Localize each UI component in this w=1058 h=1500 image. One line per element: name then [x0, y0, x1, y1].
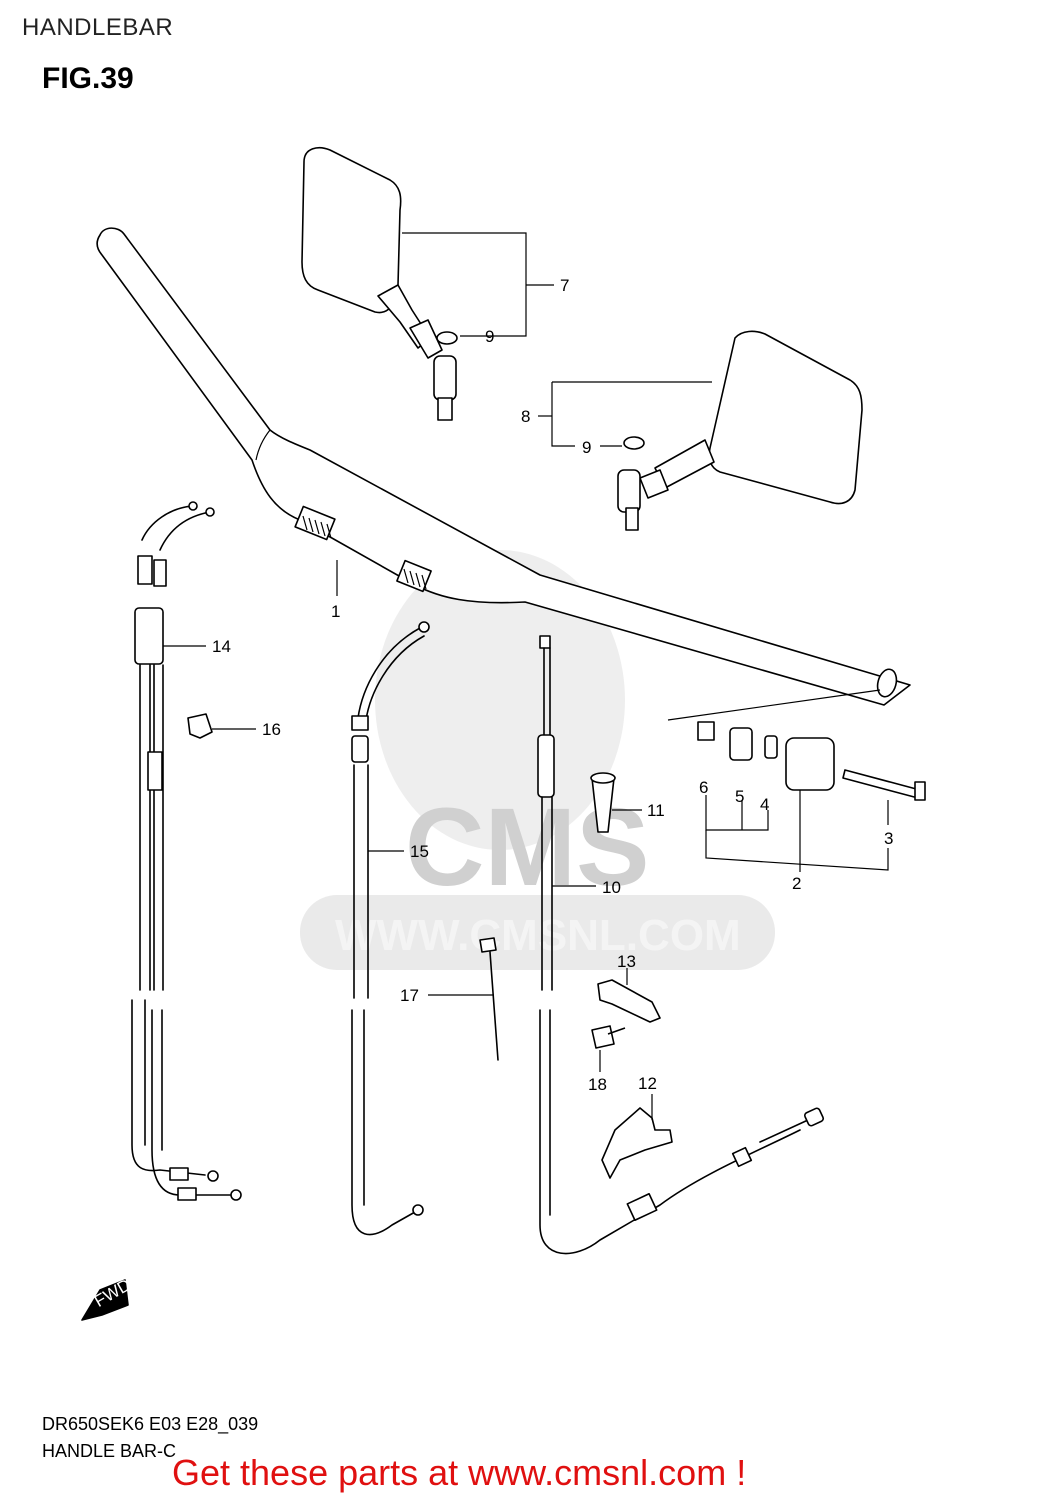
leader-lines [163, 232, 889, 1120]
fwd-arrow: FWD [81, 1275, 134, 1321]
callout-11: 11 [647, 801, 665, 820]
callout-4: 4 [760, 795, 769, 814]
callout-15: 15 [410, 842, 429, 861]
cable-10 [537, 635, 825, 1255]
watermark: CMS WWW.CMSNL.COM [300, 550, 775, 970]
right-mirror [617, 330, 863, 531]
promo-link[interactable]: Get these parts at www.cmsnl.com ! [172, 1452, 747, 1493]
bracket-13 [597, 979, 661, 1023]
callout-10: 10 [602, 878, 621, 897]
cable-clamp [187, 713, 213, 739]
throttle-cables [131, 501, 242, 1201]
callout-2: 2 [792, 874, 801, 893]
page-title: HANDLEBAR [22, 14, 174, 41]
callout-16: 16 [262, 720, 281, 739]
callout-12: 12 [638, 1074, 657, 1093]
callout-13: 13 [617, 952, 636, 971]
figure-label: FIG.39 [42, 62, 134, 95]
bar-end-weight [667, 689, 926, 801]
left-mirror [301, 146, 458, 421]
screw-18 [591, 1025, 626, 1049]
callout-3: 3 [884, 829, 893, 848]
callout-9a: 9 [485, 327, 494, 346]
model-name: HANDLE BAR-C [42, 1441, 177, 1461]
cable-tie [479, 937, 497, 953]
callout-14: 14 [212, 637, 231, 656]
callout-17: 17 [400, 986, 419, 1005]
watermark-url-text: WWW.CMSNL.COM [335, 911, 741, 960]
handlebar [96, 227, 911, 706]
callout-8: 8 [521, 407, 530, 426]
callout-5: 5 [735, 787, 744, 806]
callout-9b: 9 [582, 438, 591, 457]
bracket-12 [601, 1107, 673, 1179]
callouts: 1 2 3 4 5 6 7 8 9 9 10 11 12 13 14 15 16… [212, 276, 893, 1094]
callout-1: 1 [331, 602, 340, 621]
cable-15 [351, 621, 430, 1236]
callout-18: 18 [588, 1075, 607, 1094]
callout-6: 6 [699, 778, 708, 797]
callout-7: 7 [560, 276, 569, 295]
model-code: DR650SEK6 E03 E28_039 [42, 1414, 259, 1434]
